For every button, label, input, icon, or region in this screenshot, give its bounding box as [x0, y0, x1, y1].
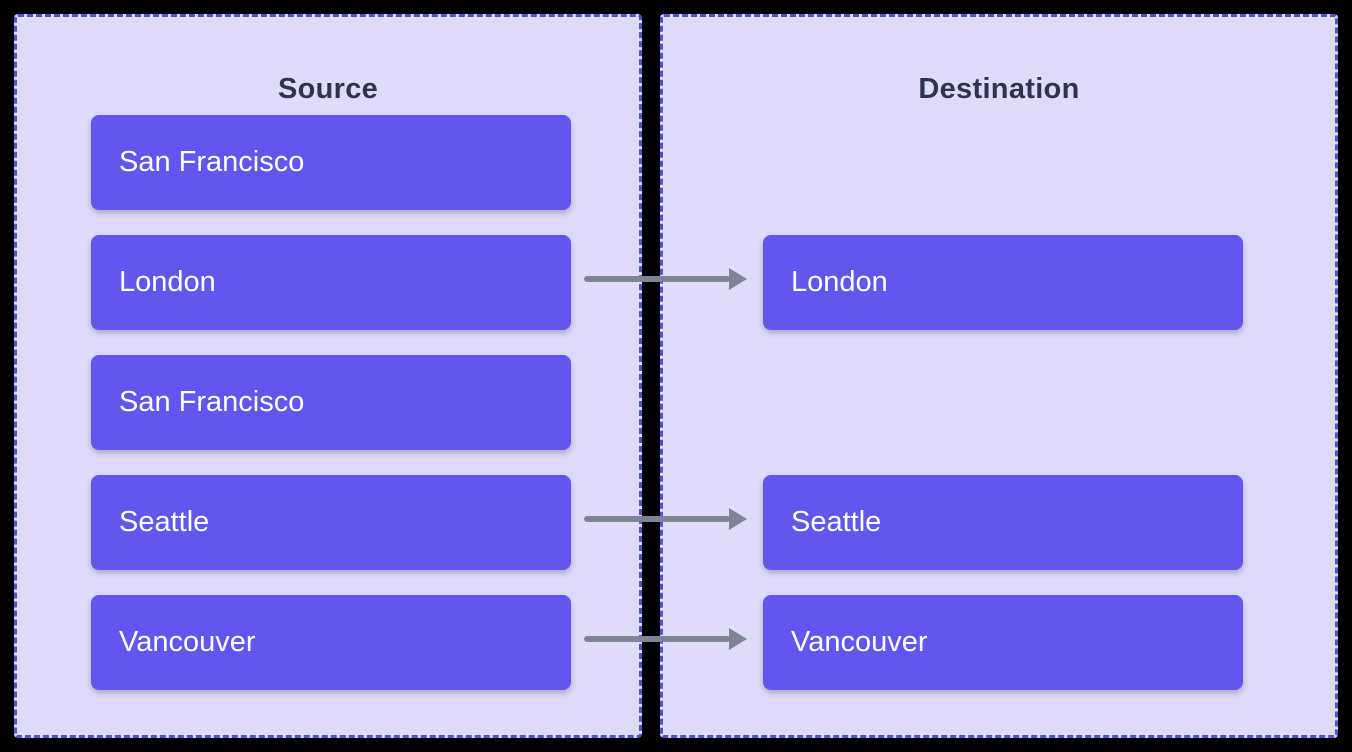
mapping-arrow-icon [584, 636, 730, 642]
mapping-arrow-icon [584, 516, 730, 522]
mapping-arrow-icon [584, 276, 730, 282]
source-item[interactable]: Vancouver [91, 595, 571, 690]
source-item[interactable]: London [91, 235, 571, 330]
source-item[interactable]: San Francisco [91, 355, 571, 450]
destination-panel-title: Destination [918, 73, 1080, 106]
source-panel[interactable]: Source San Francisco London San Francisc… [14, 14, 642, 738]
destination-panel[interactable]: Destination London Seattle Vancouver [660, 14, 1338, 738]
source-item-label: San Francisco [119, 386, 305, 418]
source-panel-title: Source [277, 73, 379, 106]
source-item-label: London [119, 266, 216, 298]
destination-item[interactable]: London [763, 235, 1243, 330]
destination-item-label: Seattle [791, 506, 882, 538]
destination-item[interactable]: Seattle [763, 475, 1243, 570]
source-item[interactable]: Seattle [91, 475, 571, 570]
destination-item[interactable]: Vancouver [763, 595, 1243, 690]
source-item-label: Seattle [119, 506, 210, 538]
source-item-label: San Francisco [119, 146, 305, 178]
source-item[interactable]: San Francisco [91, 115, 571, 210]
destination-item-label: Vancouver [791, 626, 928, 658]
destination-item-label: London [791, 266, 888, 298]
source-item-label: Vancouver [119, 626, 256, 658]
